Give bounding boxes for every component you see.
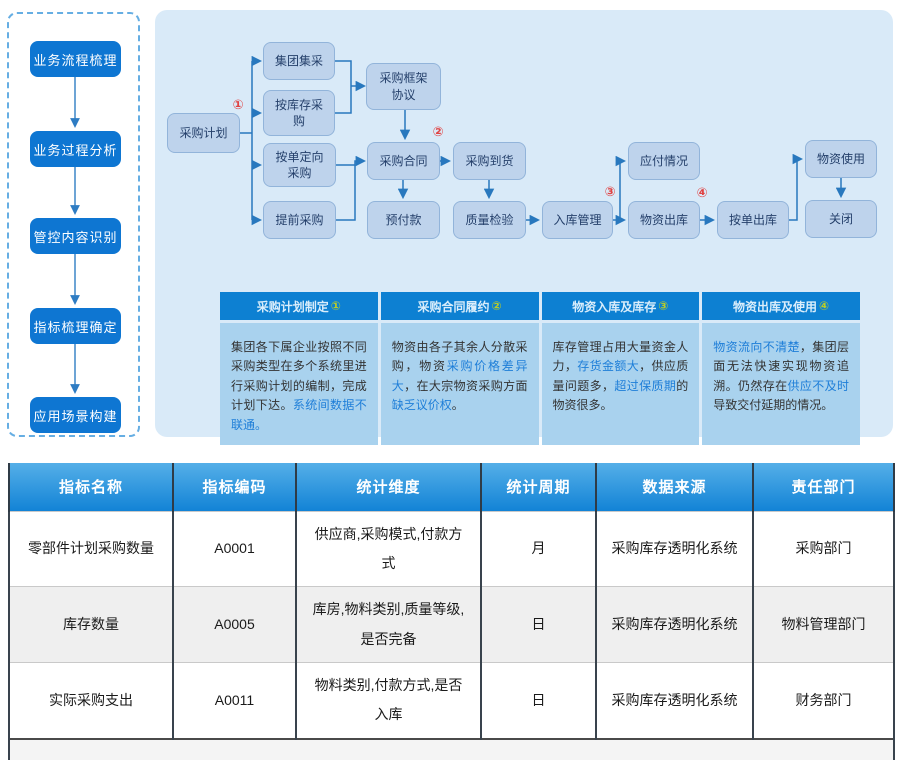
flow-node-goods-arrival: 采购到货 xyxy=(453,142,526,180)
cell-indicator-name: 实际采购支出 xyxy=(8,662,174,739)
flow-node-material-outbound: 物资出库 xyxy=(628,201,700,239)
summary-highlight: 超过保质期 xyxy=(614,378,677,393)
flow-connectors xyxy=(240,55,847,226)
summary-header-label: 采购计划制定 xyxy=(256,299,329,314)
summary-highlight: 物资流向不清楚 xyxy=(713,340,800,354)
flow-node-procurement-plan: 采购计划 xyxy=(167,113,240,153)
cell-stat-dimension: 库房,物料类别,质量等级,是否完备 xyxy=(295,586,482,663)
sidebar-step-1: 业务流程梳理 xyxy=(30,41,121,77)
summary-header-num: ④ xyxy=(819,299,830,313)
summary-header-num: ① xyxy=(330,299,341,313)
cell-indicator-code: A0011 xyxy=(172,662,297,739)
process-steps-sidebar: 业务流程梳理 业务过程分析 管控内容识别 指标梳理确定 应用场景构建 xyxy=(7,12,140,437)
summary-header-label: 物资出库及使用 xyxy=(733,299,818,314)
summary-text: ，集团层面无法快速实现物资追溯。仍然存在 xyxy=(713,340,849,393)
summary-text: 集团各下属企业按照不同采购类型在多个系统里进行采购计划的编制，完成计划下达。 xyxy=(231,340,367,413)
flow-node-order-directed-purchasing: 按单定向采购 xyxy=(263,143,336,187)
cell-indicator-code: A0001 xyxy=(172,510,297,587)
flow-node-payables-status: 应付情况 xyxy=(628,142,700,180)
flow-node-purchase-contract: 采购合同 xyxy=(367,142,440,180)
flow-marker-4: ④ xyxy=(696,185,708,200)
indicator-table-header-row: 指标名称 指标编码 统计维度 统计周期 数据来源 责任部门 xyxy=(8,463,895,511)
cell-responsible-dept: 采购部门 xyxy=(752,510,895,587)
summary-text: 库存管理占用大量资金人力， xyxy=(552,340,689,374)
summary-highlight: 供应不及时 xyxy=(787,378,849,393)
col-header-responsible-dept: 责任部门 xyxy=(752,463,895,511)
summary-text: 物资由各子其余人分散采购，物资 xyxy=(391,340,528,374)
sidebar-step-2: 业务过程分析 xyxy=(30,131,121,167)
summary-body-contract: 物资由各子其余人分散采购，物资采购价格差异大，在大宗物资采购方面缺乏议价权。 xyxy=(380,323,539,446)
flow-node-material-usage: 物资使用 xyxy=(805,140,877,178)
summary-header-num: ② xyxy=(491,299,502,313)
cell-responsible-dept: 财务部门 xyxy=(752,662,895,739)
flow-node-framework-agreement: 采购框架协议 xyxy=(366,63,441,110)
flow-node-outbound-by-order: 按单出库 xyxy=(717,201,789,239)
col-header-stat-period: 统计周期 xyxy=(480,463,597,511)
summary-text: ，在大宗物资采购方面 xyxy=(404,378,528,393)
col-header-data-source: 数据来源 xyxy=(595,463,754,511)
sidebar-step-4: 指标梳理确定 xyxy=(30,308,121,344)
cell-stat-period: 日 xyxy=(480,586,597,663)
summary-highlight: 缺乏议价权 xyxy=(391,398,452,413)
procurement-flow-panel: 采购计划 集团集采 按库存采购 采购框架协议 按单定向采购 提前采购 采购合同 … xyxy=(155,10,893,446)
cell-data-source: 采购库存透明化系统 xyxy=(595,662,754,739)
flow-node-close: 关闭 xyxy=(805,200,877,238)
table-row: 库存数量 A0005 库房,物料类别,质量等级,是否完备 日 采购库存透明化系统… xyxy=(8,586,895,663)
table-row-ellipsis: … … xyxy=(8,737,895,760)
flow-node-quality-inspection: 质量检验 xyxy=(453,201,526,239)
flow-node-advance-payment: 预付款 xyxy=(367,201,440,239)
cell-stat-period: 月 xyxy=(480,510,597,587)
summary-header-label: 物资入库及库存 xyxy=(572,299,657,314)
summary-text: 的物资很多。 xyxy=(552,378,689,413)
summary-header-num: ③ xyxy=(658,299,669,313)
summary-body-plan: 集团各下属企业按照不同采购类型在多个系统里进行采购计划的编制，完成计划下达。系统… xyxy=(220,323,378,446)
flow-node-group-purchasing: 集团集采 xyxy=(263,42,335,80)
summary-highlight: 存货金额大 xyxy=(577,359,640,374)
cell-indicator-code: A0005 xyxy=(172,586,297,663)
table-row: 实际采购支出 A0011 物料类别,付款方式,是否入库 日 采购库存透明化系统 … xyxy=(8,662,895,739)
summary-text: 导致交付延期的情况。 xyxy=(713,398,834,413)
cell-stat-dimension: 物料类别,付款方式,是否入库 xyxy=(295,662,482,739)
summary-text: ，供应质量问题多， xyxy=(552,359,689,393)
sidebar-step-3: 管控内容识别 xyxy=(30,218,121,254)
table-row: 零部件计划采购数量 A0001 供应商,采购模式,付款方式 月 采购库存透明化系… xyxy=(8,510,895,587)
summary-highlight: 系统间数据不联通。 xyxy=(231,398,367,432)
cell-ellipsis: … … xyxy=(8,737,895,760)
col-header-stat-dimension: 统计维度 xyxy=(295,463,482,511)
summary-body-outbound: 物资流向不清楚，集团层面无法快速实现物资追溯。仍然存在供应不及时导致交付延期的情… xyxy=(702,323,860,446)
flow-marker-3: ③ xyxy=(604,184,616,199)
sidebar-arrows xyxy=(70,77,80,394)
cell-data-source: 采购库存透明化系统 xyxy=(595,510,754,587)
flow-marker-2: ② xyxy=(432,124,444,139)
cell-stat-dimension: 供应商,采购模式,付款方式 xyxy=(295,510,482,587)
summary-highlight: 采购价格差异大 xyxy=(391,359,528,393)
col-header-indicator-name: 指标名称 xyxy=(8,463,174,511)
summary-header-label: 采购合同履约 xyxy=(417,299,490,314)
summary-text: 。 xyxy=(451,398,464,413)
flow-marker-1: ① xyxy=(232,97,244,112)
cell-indicator-name: 零部件计划采购数量 xyxy=(8,510,174,587)
col-header-indicator-code: 指标编码 xyxy=(172,463,297,511)
summary-body-inbound: 库存管理占用大量资金人力，存货金额大，供应质量问题多，超过保质期的物资很多。 xyxy=(541,323,700,446)
cell-stat-period: 日 xyxy=(480,662,597,739)
sidebar-step-5: 应用场景构建 xyxy=(30,397,121,433)
flow-node-inventory-purchasing: 按库存采购 xyxy=(263,90,335,136)
cell-data-source: 采购库存透明化系统 xyxy=(595,586,754,663)
cell-indicator-name: 库存数量 xyxy=(8,586,174,663)
indicator-table: 指标名称 指标编码 统计维度 统计周期 数据来源 责任部门 零部件计划采购数量 … xyxy=(8,463,895,760)
cell-responsible-dept: 物料管理部门 xyxy=(752,586,895,663)
flow-node-advance-purchasing: 提前采购 xyxy=(263,201,336,239)
flow-node-warehouse-management: 入库管理 xyxy=(542,201,613,239)
